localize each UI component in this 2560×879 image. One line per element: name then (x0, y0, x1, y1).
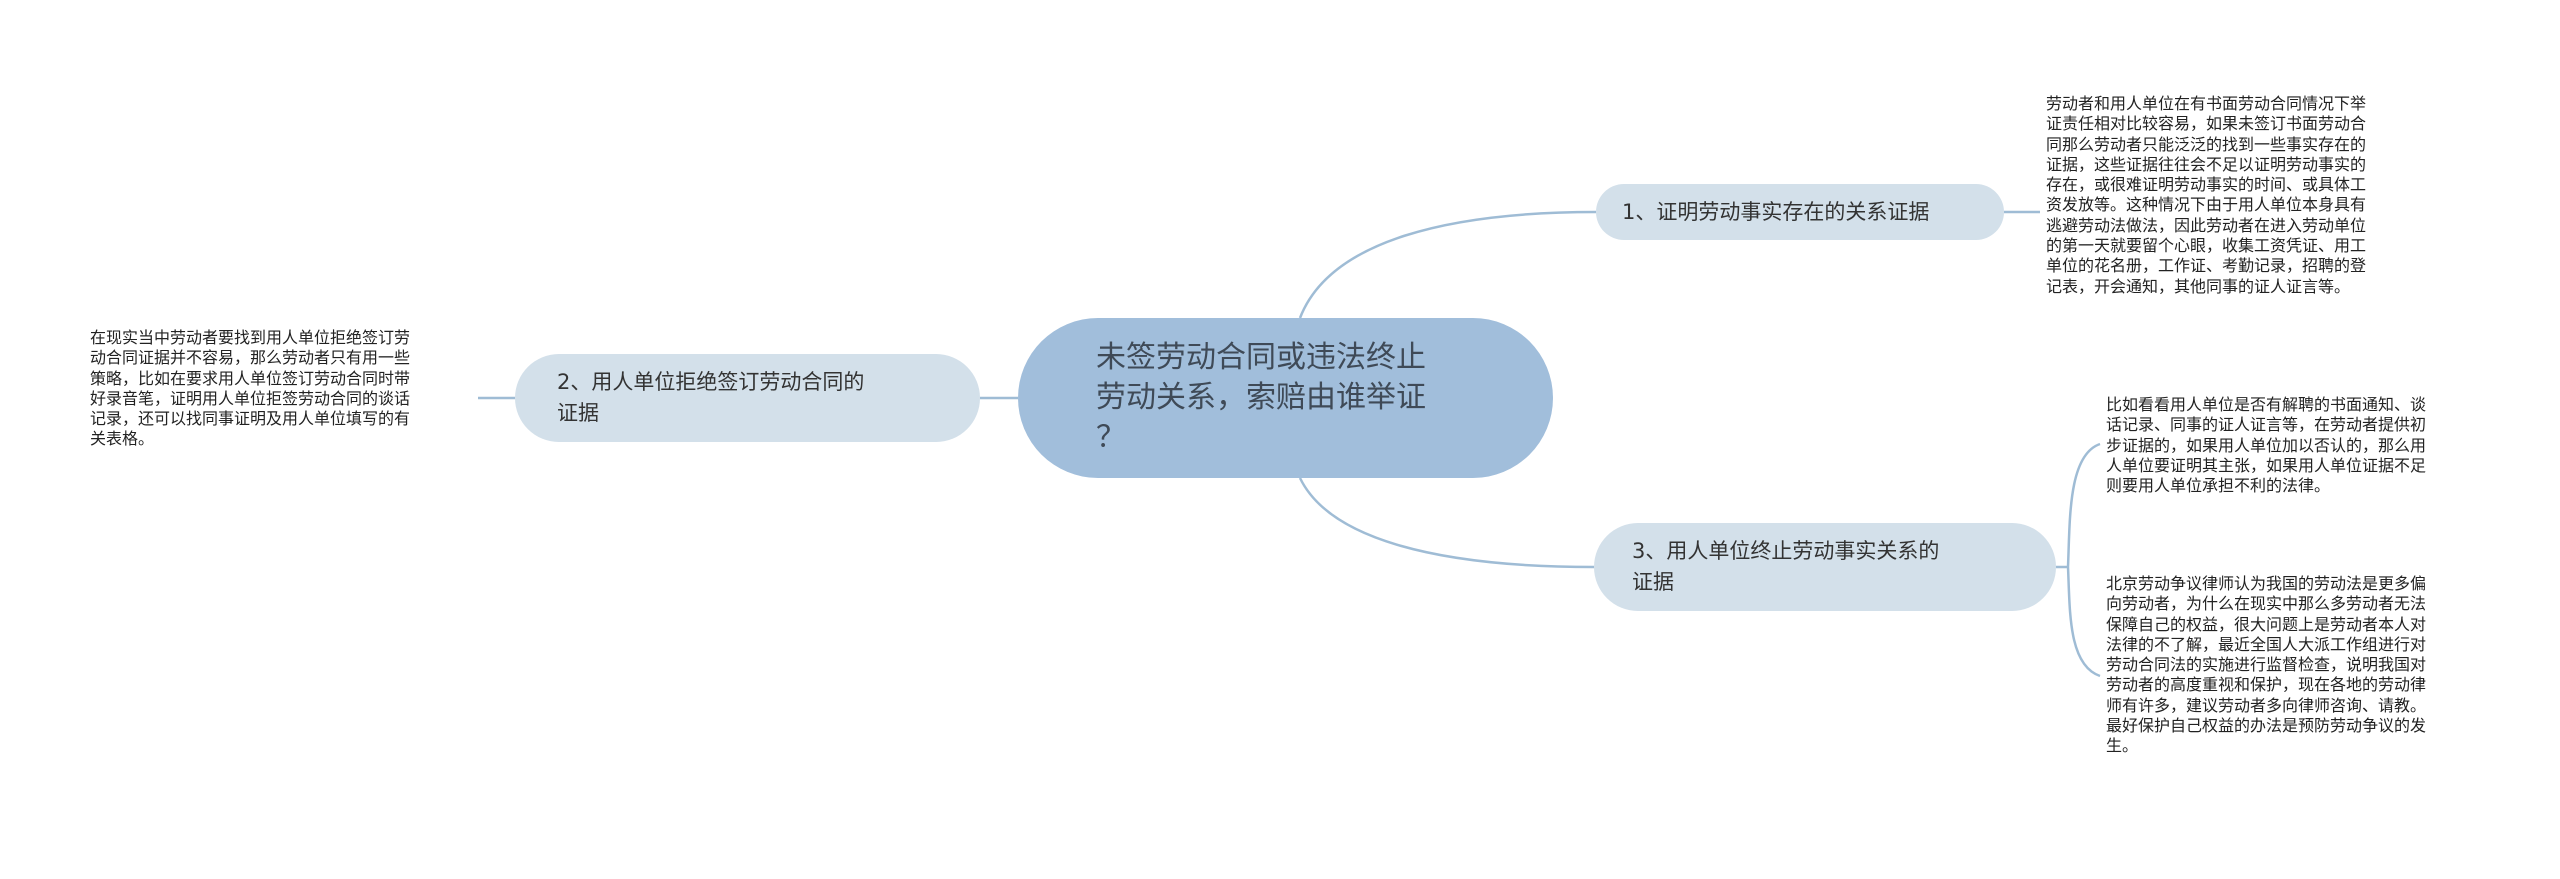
branch-2-label: 2、用人单位拒绝签订劳动合同的 证据 (557, 370, 865, 425)
connector-center-branch-1 (1298, 210, 1597, 319)
leaf-text-branch-3-second: 北京劳动争议律师认为我国的劳动法是更多偏 向劳动者，为什么在现实中那么多劳动者无… (2106, 574, 2427, 756)
center-topic-node[interactable]: 未签劳动合同或违法终止 劳动关系，索赔由谁举证 ？ (1018, 318, 1553, 478)
branch-3-label: 3、用人单位终止劳动事实关系的 证据 (1632, 539, 1940, 594)
connector-center-branch-3 (1298, 477, 1595, 569)
branch-node-3[interactable]: 3、用人单位终止劳动事实关系的 证据 (1594, 523, 2056, 611)
branch-1-label: 1、证明劳动事实存在的关系证据 (1622, 199, 1930, 224)
leaf-text-branch-2: 在现实当中劳动者要找到用人单位拒绝签订劳 动合同证据并不容易，那么劳动者只有用一… (90, 328, 411, 449)
branch-node-1[interactable]: 1、证明劳动事实存在的关系证据 (1596, 184, 2004, 240)
branch-node-2[interactable]: 2、用人单位拒绝签订劳动合同的 证据 (515, 354, 980, 442)
connector-branch-3-leaf-3b (2066, 566, 2101, 678)
leaf-text-branch-1: 劳动者和用人单位在有书面劳动合同情况下举 证责任相对比较容易，如果未签订书面劳动… (2046, 94, 2367, 296)
center-topic-text: 未签劳动合同或违法终止 劳动关系，索赔由谁举证 ？ (1096, 340, 1426, 455)
leaf-text-branch-3-first: 比如看看用人单位是否有解聘的书面通知、谈 话记录、同事的证人证言等，在劳动者提供… (2106, 395, 2427, 496)
connector-branch-3-leaf-3a (2066, 442, 2101, 568)
